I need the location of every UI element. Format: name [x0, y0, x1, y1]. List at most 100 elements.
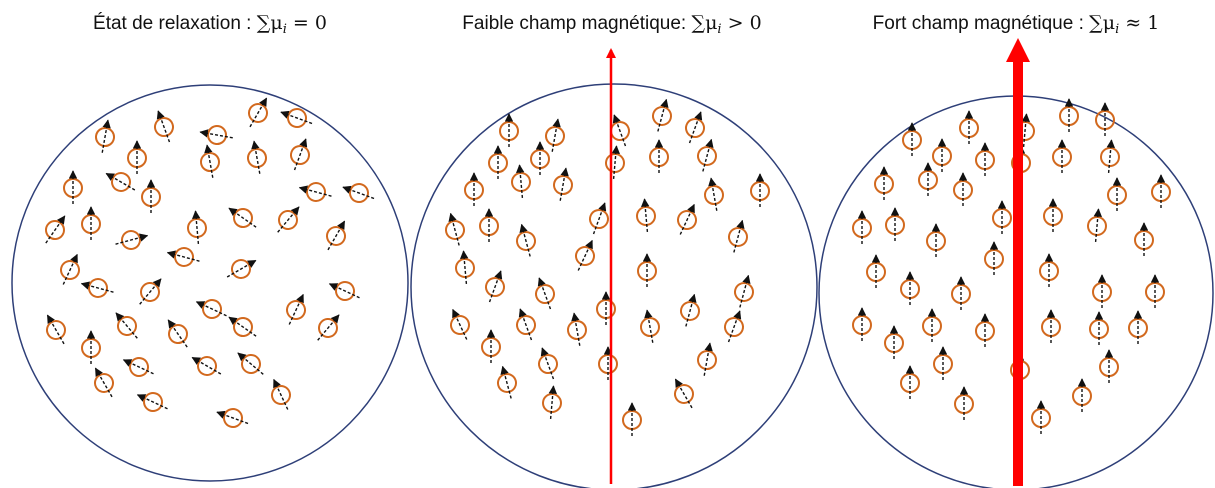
- magnetic-moment-icon: [1072, 378, 1092, 412]
- magnetic-moment-icon: [545, 118, 565, 152]
- magnetic-moment-icon: [200, 144, 220, 178]
- magnetic-moment-icon: [636, 198, 656, 233]
- magnetic-moment-icon: [216, 408, 249, 428]
- relation: = 0: [286, 12, 327, 34]
- magnetic-moment-icon: [1087, 208, 1107, 243]
- magnetic-moment-icon: [248, 97, 268, 128]
- magnetic-moment-icon: [954, 386, 974, 420]
- relation: ≈ 1: [1119, 12, 1160, 34]
- magnetic-moment-icon: [640, 309, 660, 343]
- magnetic-moment-icon: [115, 312, 138, 339]
- magnetic-moment-icon: [1092, 274, 1112, 308]
- subscript-i: i: [1115, 22, 1120, 37]
- magnetic-moment-icon: [247, 140, 267, 174]
- sum-symbol: ∑: [1089, 12, 1103, 34]
- magnetic-moment-icon: [271, 378, 291, 410]
- magnetic-moment-icon: [1089, 311, 1109, 345]
- magnetic-moment-icon: [63, 170, 83, 204]
- magnetic-moment-icon: [485, 270, 505, 303]
- magnetic-moment-icon: [697, 342, 717, 376]
- magnetic-moment-icon: [553, 167, 573, 201]
- magnetic-moment-icon: [277, 206, 300, 233]
- magnetic-moment-icon: [488, 145, 508, 179]
- magnetic-moment-icon: [685, 111, 705, 144]
- magnetic-moment-icon: [933, 346, 953, 380]
- magnetic-moment-icon: [167, 319, 188, 348]
- magnetic-moment-icon: [1134, 222, 1154, 256]
- magnetic-moment-icon: [141, 179, 161, 213]
- magnetic-moment-icon: [649, 139, 669, 173]
- magnetic-moment-icon: [1099, 349, 1119, 383]
- magnetic-moment-icon: [542, 385, 562, 420]
- subscript-i: i: [717, 22, 722, 37]
- panel-title-text: État de relaxation :: [93, 13, 257, 34]
- mu-symbol: μ: [1102, 12, 1116, 34]
- magnetic-moment-icon: [1151, 174, 1171, 208]
- magnetic-moment-icon: [94, 367, 114, 398]
- magnetic-moment-icon: [530, 141, 550, 175]
- magnetic-moment-icon: [154, 110, 174, 143]
- magnetic-moment-icon: [326, 220, 346, 251]
- magnetic-moment-icon: [122, 357, 154, 377]
- magnetic-moment-icon: [734, 274, 754, 308]
- magnetic-moment-icon: [499, 113, 519, 147]
- magnetic-moment-icon: [342, 183, 375, 203]
- relaxation-region-circle: [11, 84, 409, 482]
- magnetic-moment-icon: [652, 98, 672, 132]
- magnetic-moment-icon: [455, 250, 475, 285]
- magnetic-moment-icon: [280, 108, 313, 128]
- panel-title-text: Faible champ magnétique:: [462, 13, 692, 34]
- magnetic-moment-icon: [1052, 139, 1072, 173]
- magnetic-moment-icon: [1107, 177, 1127, 211]
- magnetic-moment-icon: [637, 253, 657, 287]
- magnetic-moment-icon: [922, 308, 942, 342]
- magnetic-moment-icon: [724, 310, 744, 343]
- magnetic-moment-icon: [139, 278, 162, 305]
- magnetic-moment-icon: [516, 308, 536, 341]
- magnetic-moment-icon: [191, 356, 222, 376]
- weak-field-particles: [445, 98, 770, 436]
- magnetic-moment-icon: [115, 230, 149, 250]
- magnetic-moment-icon: [464, 172, 484, 206]
- magnetic-moment-icon: [885, 207, 905, 241]
- weak-field-region-circle: [410, 83, 818, 488]
- magnetic-moment-icon: [535, 277, 555, 310]
- magnetic-moment-icon: [136, 392, 168, 412]
- magnetic-moment-icon: [298, 182, 332, 202]
- relation: > 0: [721, 12, 762, 34]
- magnetic-moment-icon: [511, 164, 531, 199]
- panel-title-strong-field: Fort champ magnétique : ∑μi ≈ 1: [818, 8, 1214, 38]
- magnetic-moment-icon: [852, 307, 872, 341]
- magnetic-moment-icon: [575, 239, 595, 271]
- magnetic-moment-icon: [286, 293, 306, 325]
- magnetic-moment-icon: [852, 210, 872, 244]
- magnetic-moment-icon: [932, 138, 952, 172]
- magnetic-moment-icon: [567, 312, 587, 346]
- magnetic-moment-icon: [953, 172, 973, 206]
- magnetic-moment-icon: [127, 140, 147, 174]
- panel-title-weak-field: Faible champ magnétique: ∑μi > 0: [412, 8, 812, 38]
- magnetic-moment-icon: [199, 125, 233, 145]
- magnetic-moment-icon: [704, 177, 724, 211]
- magnetic-moment-icon: [80, 278, 114, 298]
- magnetic-moment-icon: [866, 254, 886, 288]
- magnetic-moment-icon: [538, 347, 558, 380]
- magnetic-moment-icon: [46, 314, 66, 345]
- magnetic-moment-icon: [1059, 98, 1079, 132]
- magnetic-moment-icon: [81, 330, 101, 364]
- magnetic-moment-icon: [228, 207, 257, 228]
- magnetic-moment-icon: [605, 145, 625, 180]
- magnetic-moment-icon: [81, 206, 101, 240]
- sum-symbol: ∑: [256, 12, 271, 34]
- magnetic-moment-icon: [728, 219, 748, 253]
- magnetic-moment-icon: [95, 119, 115, 153]
- magnetic-moment-icon: [951, 276, 971, 310]
- magnetic-moment-icon: [1095, 102, 1115, 136]
- magnetic-moment-icon: [674, 378, 694, 409]
- mu-symbol: μ: [270, 12, 283, 34]
- magnetic-moment-icon: [60, 253, 80, 285]
- magnetic-moment-icon: [677, 203, 697, 235]
- magnetic-moment-icon: [1031, 400, 1051, 434]
- magnetic-moment-icon: [697, 138, 717, 172]
